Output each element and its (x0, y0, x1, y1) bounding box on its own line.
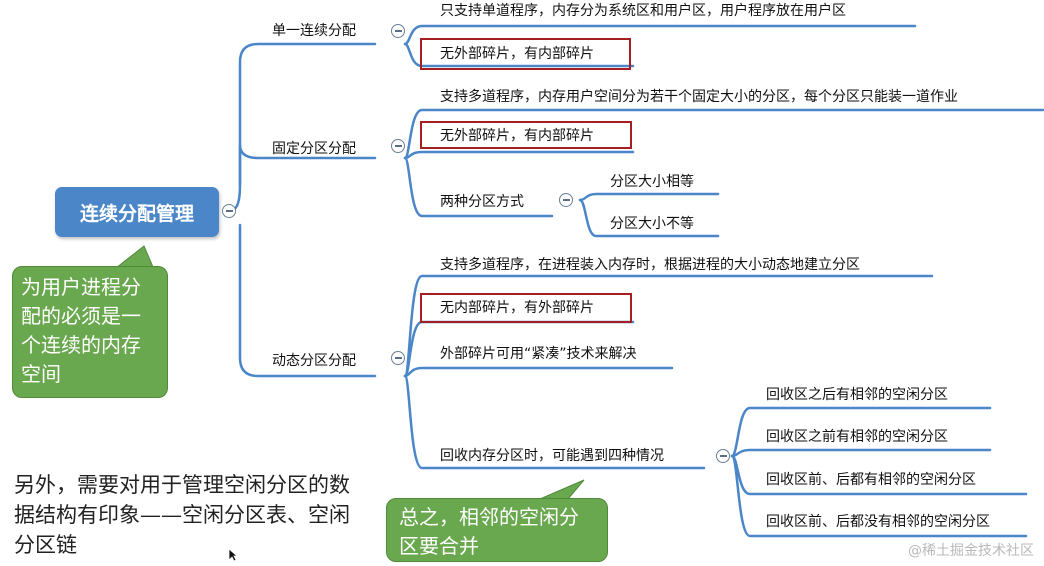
fixed-item-desc[interactable]: 支持多道程序，内存用户空间分为若干个固定大小的分区，每个分区只能装一道作业 (440, 89, 958, 105)
dynamic-collapse-toggle[interactable] (391, 351, 405, 365)
branch-single[interactable]: 单一连续分配 (272, 23, 356, 39)
watermark: @稀土掘金技术社区 (908, 543, 1034, 559)
method-equal[interactable]: 分区大小相等 (610, 174, 694, 190)
highlight-box (420, 38, 631, 70)
fixed-item-methods[interactable]: 两种分区方式 (440, 194, 524, 210)
recycle-collapse-toggle[interactable] (716, 449, 730, 463)
dynamic-item-desc[interactable]: 支持多道程序，在进程装入内存时，根据进程的大小动态地建立分区 (440, 257, 860, 273)
fixed-collapse-toggle[interactable] (391, 139, 405, 153)
recycle-case-both[interactable]: 回收区前、后都有相邻的空闲分区 (766, 472, 976, 488)
callout-contiguous-text: 为用户进程分配的必须是一个连续的内存空间 (21, 275, 141, 386)
branch-fixed[interactable]: 固定分区分配 (272, 141, 356, 157)
branch-dynamic[interactable]: 动态分区分配 (272, 353, 356, 369)
highlight-box (420, 293, 632, 323)
recycle-case-after[interactable]: 回收区之后有相邻的空闲分区 (766, 387, 948, 403)
methods-collapse-toggle[interactable] (559, 193, 573, 207)
method-unequal[interactable]: 分区大小不等 (610, 216, 694, 232)
highlight-box (420, 121, 632, 149)
root-collapse-toggle[interactable] (222, 204, 236, 218)
dynamic-item-compaction[interactable]: 外部碎片可用“紧凑”技术来解决 (440, 346, 637, 362)
recycle-case-neither[interactable]: 回收区前、后都没有相邻的空闲分区 (766, 514, 990, 530)
fixed-item-fragment[interactable]: 无外部碎片，有内部碎片 (440, 128, 594, 144)
note-text: 另外，需要对用于管理空闲分区的数据结构有印象——空闲分区表、空闲分区链 (14, 473, 350, 557)
callout-merge-text: 总之，相邻的空闲分区要合并 (399, 505, 579, 558)
single-collapse-toggle[interactable] (391, 24, 405, 38)
callout-merge: 总之，相邻的空闲分区要合并 (386, 498, 608, 562)
callout-contiguous: 为用户进程分配的必须是一个连续的内存空间 (12, 266, 168, 398)
mouse-cursor-icon (228, 548, 238, 562)
dynamic-item-recycle[interactable]: 回收内存分区时，可能遇到四种情况 (440, 448, 664, 464)
recycle-case-before[interactable]: 回收区之前有相邻的空闲分区 (766, 429, 948, 445)
root-node[interactable]: 连续分配管理 (55, 187, 219, 237)
dynamic-item-fragment[interactable]: 无内部碎片，有外部碎片 (440, 300, 594, 316)
single-item-desc[interactable]: 只支持单道程序，内存分为系统区和用户区，用户程序放在用户区 (440, 3, 846, 19)
single-item-fragment[interactable]: 无外部碎片，有内部碎片 (440, 46, 594, 62)
